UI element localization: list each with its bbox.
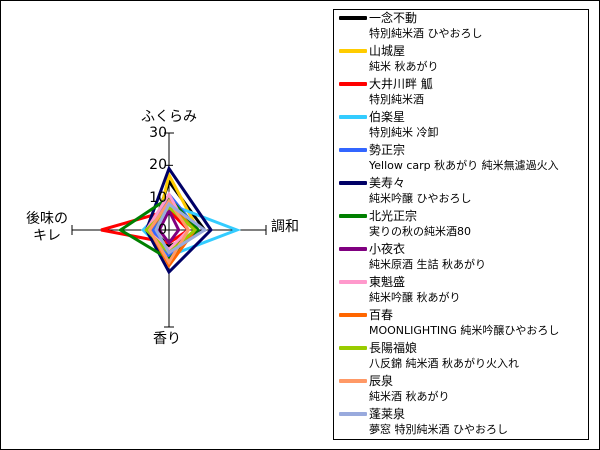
- legend-swatch: [339, 148, 367, 152]
- axis-label-chowa: 調和: [271, 219, 299, 235]
- legend-swatch: [339, 280, 367, 284]
- legend-series-name: 辰泉: [369, 374, 394, 388]
- legend-swatch: [339, 82, 367, 86]
- tick-label-0: 0: [158, 222, 167, 238]
- legend-series-subname: 純米 秋あがり: [369, 60, 439, 73]
- legend-swatch: [339, 346, 367, 350]
- legend-entry: 伯楽星特別純米 冷卸: [334, 109, 588, 142]
- legend-series-subname: 純米吟醸 秋あがり: [369, 291, 461, 304]
- legend-series-name: 勢正宗: [369, 143, 406, 157]
- radar-series: [100, 165, 242, 275]
- legend-series-name: 北光正宗: [369, 209, 418, 223]
- legend-series-subname: Yellow carp 秋あがり 純米無濾過火入: [369, 159, 559, 172]
- legend-series-subname: 純米吟醸 ひやおろし: [369, 192, 472, 205]
- axis-label-fukurami: ふくらみ: [141, 109, 197, 125]
- legend-series-subname: 夢窓 特別純米酒 ひやおろし: [369, 423, 508, 436]
- legend-swatch: [339, 313, 367, 317]
- legend-series-name: 蓬莱泉: [369, 407, 406, 421]
- axis-label-atoaji-line2: キレ: [33, 228, 61, 244]
- legend-series-subname: 特別純米酒: [369, 93, 424, 106]
- legend-series-subname: MOONLIGHTING 純米吟醸ひやおろし: [369, 324, 560, 337]
- legend-swatch: [339, 379, 367, 383]
- legend-entry: 北光正宗実りの秋の純米酒80: [334, 208, 588, 241]
- legend-entry: 小夜衣純米原酒 生詰 秋あがり: [334, 241, 588, 274]
- legend-entry: 大井川畔 觚特別純米酒: [334, 76, 588, 109]
- legend-series-subname: 純米原酒 生詰 秋あがり: [369, 258, 486, 271]
- legend-entry: 一念不動特別純米酒 ひやおろし: [334, 10, 588, 43]
- legend-series-name: 長陽福娘: [369, 341, 418, 355]
- axis-label-kaori: 香り: [153, 331, 181, 347]
- legend-swatch: [339, 181, 367, 185]
- tick-label-30: 30: [149, 125, 167, 141]
- legend-swatch: [339, 49, 367, 53]
- legend-series-name: 伯楽星: [369, 110, 406, 124]
- legend-entry: 長陽福娘八反錦 純米酒 秋あがり火入れ: [334, 340, 588, 373]
- legend-entry: 美寿々純米吟醸 ひやおろし: [334, 175, 588, 208]
- axis-label-atoaji-no-kire: 後味の キレ: [19, 211, 75, 245]
- legend-series-name: 美寿々: [369, 176, 406, 190]
- legend-series-name: 山城屋: [369, 44, 406, 58]
- legend-series-name: 百春: [369, 308, 394, 322]
- legend-series-subname: 八反錦 純米酒 秋あがり火入れ: [369, 357, 519, 370]
- legend-series-name: 小夜衣: [369, 242, 406, 256]
- legend-entry: 百春 MOONLIGHTING 純米吟醸ひやおろし: [334, 307, 588, 340]
- tick-label-20: 20: [149, 157, 167, 174]
- legend-entry: 東魁盛純米吟醸 秋あがり: [334, 274, 588, 307]
- chart-legend: 一念不動特別純米酒 ひやおろし山城屋純米 秋あがり大井川畔 觚特別純米酒伯楽星特…: [333, 9, 589, 440]
- legend-swatch: [339, 412, 367, 416]
- legend-entry: 蓬莱泉夢窓 特別純米酒 ひやおろし: [334, 406, 588, 439]
- legend-series-name: 大井川畔 觚: [369, 77, 433, 91]
- legend-series-name: 一念不動: [369, 11, 418, 25]
- tick-label-10: 10: [149, 189, 167, 206]
- series-line-8: [157, 207, 181, 246]
- radar-chart: [71, 132, 267, 328]
- legend-series-name: 東魁盛: [369, 275, 406, 289]
- legend-swatch: [339, 247, 367, 251]
- legend-series-subname: 特別純米 冷卸: [369, 126, 439, 139]
- legend-entry: 辰泉純米酒 秋あがり: [334, 373, 588, 406]
- axis-label-atoaji-line1: 後味の: [26, 211, 68, 227]
- series-line-13: [154, 201, 208, 255]
- legend-series-subname: 純米酒 秋あがり: [369, 390, 450, 403]
- legend-entry: 勢正宗 Yellow carp 秋あがり 純米無濾過火入: [334, 142, 588, 175]
- series-line-12: [147, 198, 191, 266]
- legend-swatch: [339, 115, 367, 119]
- legend-series-subname: 特別純米酒 ひやおろし: [369, 27, 483, 40]
- legend-swatch: [339, 214, 367, 218]
- legend-swatch: [339, 16, 367, 20]
- legend-entry: 山城屋純米 秋あがり: [334, 43, 588, 76]
- legend-series-subname: 実りの秋の純米酒80: [369, 225, 471, 238]
